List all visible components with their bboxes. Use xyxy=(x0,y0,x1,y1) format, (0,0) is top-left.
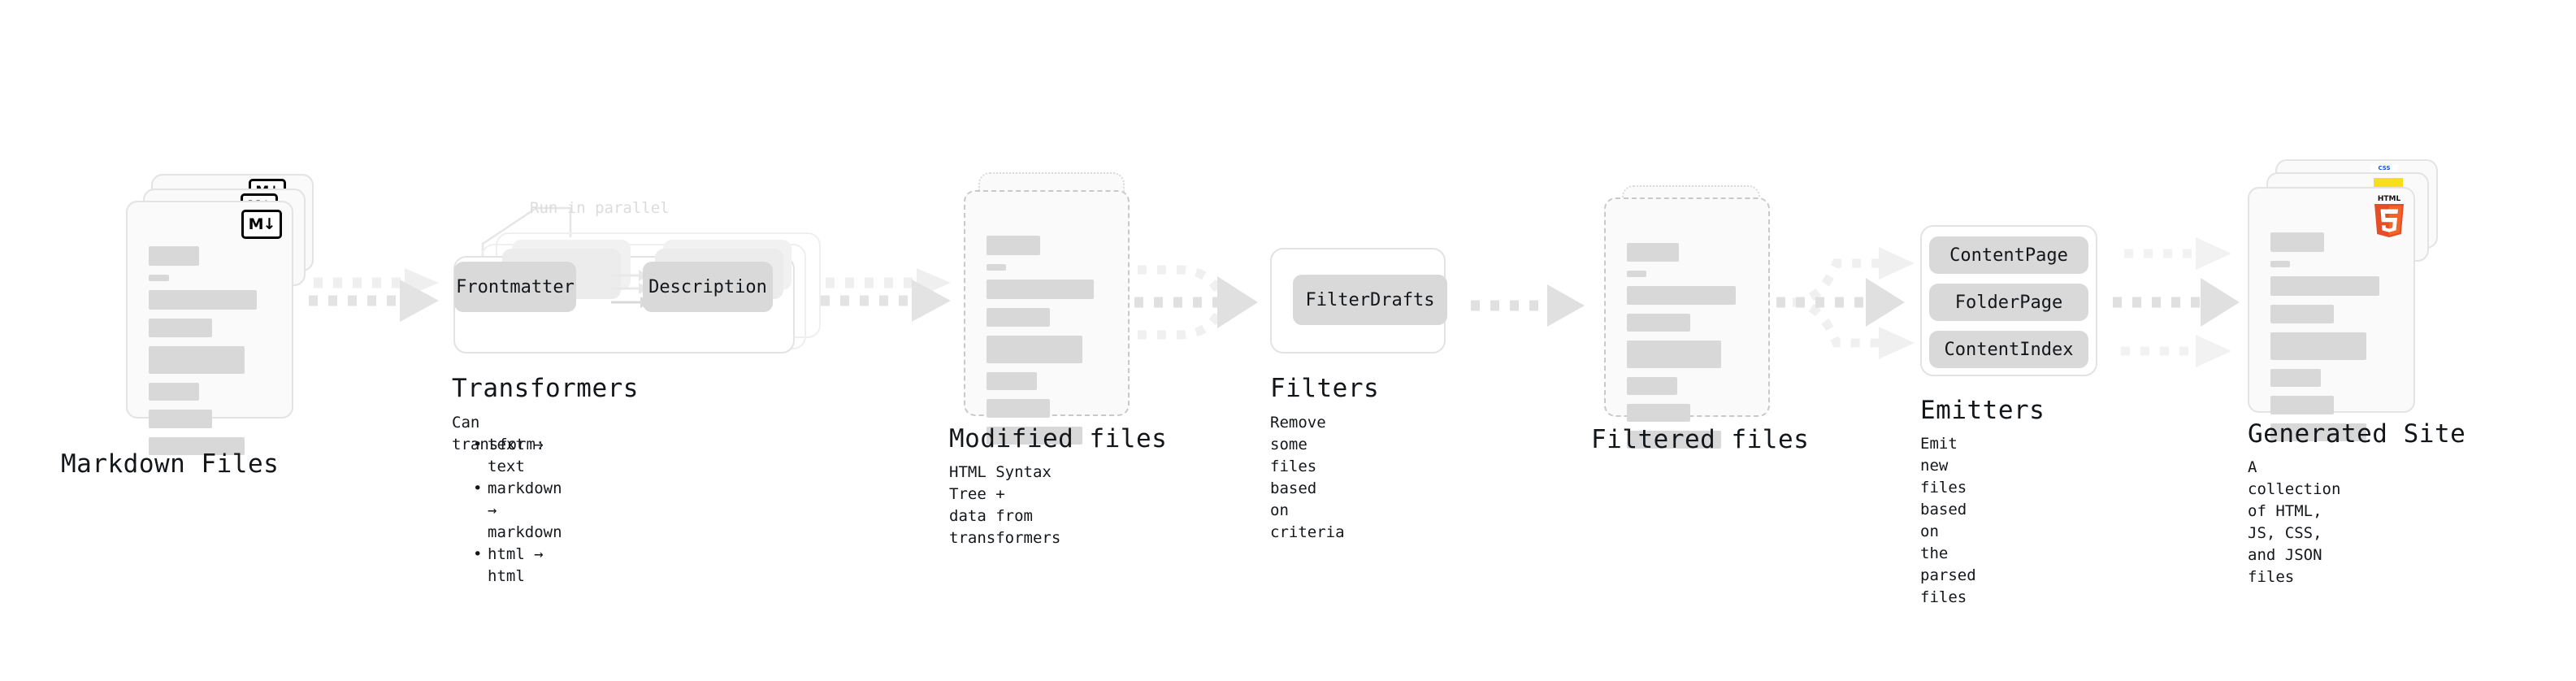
arrow-markdown-to-transformers xyxy=(309,268,439,322)
transformers-capability-list: text → text markdown → markdown html → h… xyxy=(470,434,562,588)
file-content-placeholder xyxy=(149,246,271,464)
arrow-filtered-files-to-emitters xyxy=(1776,247,1915,359)
list-item: markdown → markdown xyxy=(473,478,562,544)
arrow-emitters-to-generated-site xyxy=(2113,237,2240,367)
arrow-transformers-to-modified-files xyxy=(821,268,951,322)
transformer-pill-description[interactable]: Description xyxy=(643,262,773,312)
stage-title-modified-files: Modified files xyxy=(949,424,1168,453)
emitters-description: Emit new files based on the parsed files xyxy=(1920,435,1976,606)
stage-title-markdown-files: Markdown Files xyxy=(61,449,280,479)
stage-title-filters: Filters xyxy=(1270,374,1380,403)
list-item: html → html xyxy=(473,544,562,588)
filters-description: Remove some files based on criteria xyxy=(1270,414,1345,541)
generated-site-description: A collection of HTML, JS, CSS, and JSON … xyxy=(2248,458,2341,586)
svg-text:HTML: HTML xyxy=(2378,195,2401,203)
run-in-parallel-label: Run in parallel xyxy=(530,199,670,217)
filter-pill-filterdrafts[interactable]: FilterDrafts xyxy=(1293,275,1447,325)
emitter-pill-contentpage[interactable]: ContentPage xyxy=(1929,236,2088,274)
transformer-pill-frontmatter[interactable]: Frontmatter xyxy=(454,262,576,312)
stage-title-emitters: Emitters xyxy=(1920,396,2045,425)
emitter-pill-contentindex[interactable]: ContentIndex xyxy=(1929,331,2088,368)
filtered-file-card-front xyxy=(1604,197,1770,449)
arrow-modified-files-to-filters xyxy=(1134,265,1258,340)
markdown-file-card-front: M↓ xyxy=(126,201,293,455)
markdown-badge-icon: M↓ xyxy=(241,210,282,239)
emitter-pill-folderpage[interactable]: FolderPage xyxy=(1929,284,2088,321)
file-content-placeholder xyxy=(987,236,1107,453)
modified-file-card-front xyxy=(964,190,1130,445)
stage-title-transformers: Transformers xyxy=(452,374,639,403)
file-content-placeholder xyxy=(2270,232,2392,450)
file-content-placeholder xyxy=(1627,243,1747,458)
list-item: text → text xyxy=(473,434,562,478)
site-file-card-front xyxy=(2248,187,2415,441)
stage-title-filtered-files: Filtered files xyxy=(1591,425,1810,454)
html5-logo-icon: HTML xyxy=(2374,195,2404,237)
modified-files-description: HTML Syntax Tree + data from transformer… xyxy=(949,463,1061,547)
stage-title-generated-site: Generated Site xyxy=(2248,419,2466,449)
arrow-filters-to-filtered-files xyxy=(1471,284,1585,327)
